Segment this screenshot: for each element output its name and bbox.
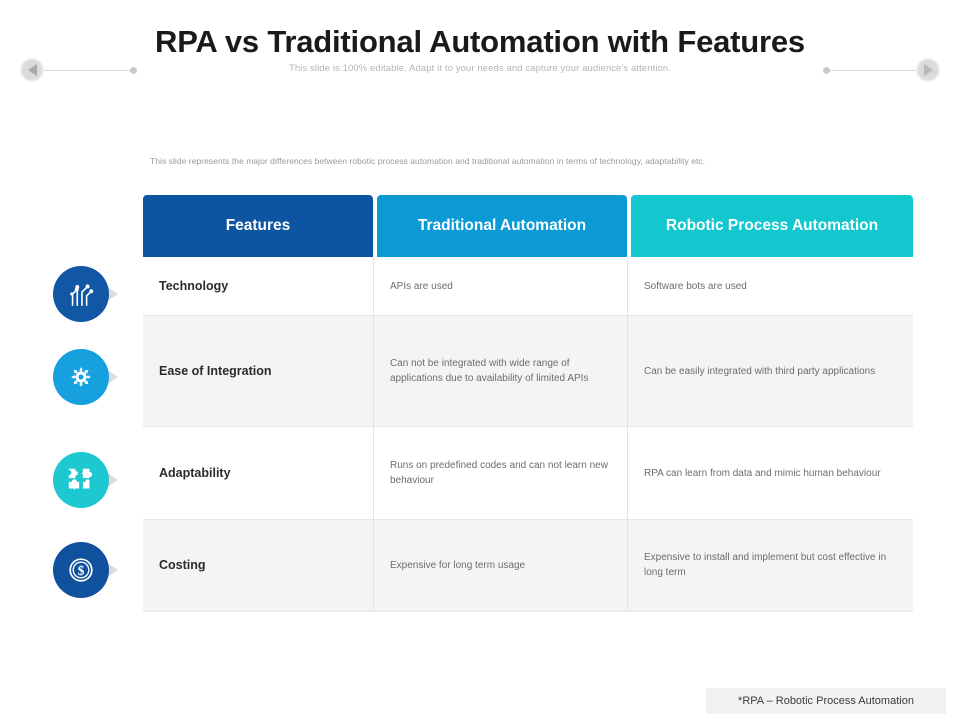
cell-feature: Costing [159,558,206,572]
table-row[interactable]: Costing Expensive for long term usage Ex… [143,520,913,610]
decoration-line [44,69,130,71]
cell-feature: Adaptability [159,466,231,480]
arrow-left-icon [20,58,44,82]
page-header: RPA vs Traditional Automation with Featu… [0,24,960,74]
table-header-traditional-automation[interactable]: Traditional Automation [377,195,627,265]
row-icon-technology [50,263,118,325]
row-divider [143,519,913,520]
table-row[interactable]: Adaptability Runs on predefined codes an… [143,427,913,519]
cell-text: Runs on predefined codes and can not lea… [390,460,608,486]
comparison-table: Features Traditional Automation Robotic … [143,195,913,612]
table-row[interactable]: Ease of Integration Can not be integrate… [143,316,913,426]
row-icon-costing: $ [50,539,118,601]
cell-rpa: Can be easily integrated with third part… [627,316,913,426]
decoration-line [830,69,916,71]
table-header-row: Features Traditional Automation Robotic … [143,195,913,265]
cell-text: APIs are used [390,280,453,292]
cell-traditional: Expensive for long term usage [373,520,627,610]
arrow-right-icon [916,58,940,82]
dollar-coin-icon: $ [53,542,109,598]
cell-text: Software bots are used [644,280,747,292]
footnote-abbreviation: *RPA – Robotic Process Automation [706,688,946,714]
cell-text: Expensive for long term usage [390,559,526,571]
row-icon-ease-of-integration [50,346,118,408]
cell-rpa: Software bots are used [627,257,913,315]
table-header-label: Robotic Process Automation [665,217,879,234]
table-bottom-border [143,610,913,612]
cell-text: Can be easily integrated with third part… [644,365,876,377]
decoration-dot [130,66,137,74]
puzzle-icon [53,452,109,508]
cell-feature: Ease of Integration [159,364,272,378]
circuit-tech-icon [53,266,109,322]
row-divider [143,426,913,427]
cell-traditional: Runs on predefined codes and can not lea… [373,427,627,519]
intro-description: This slide represents the major differen… [150,156,706,166]
decoration-dot [823,66,830,74]
row-divider [143,315,913,316]
svg-text:$: $ [78,563,85,578]
row-icon-adaptability [50,449,118,511]
decoration-right [823,58,940,82]
cell-text: Can not be integrated with wide range of… [390,358,589,384]
table-header-label: Features [225,217,291,234]
page-title: RPA vs Traditional Automation with Featu… [155,24,805,59]
cell-feature: Technology [159,279,229,293]
gear-hub-icon [53,349,109,405]
cell-text: Expensive to install and implement but c… [644,552,887,578]
table-row[interactable]: Technology APIs are used Software bots a… [143,257,913,315]
cell-rpa: RPA can learn from data and mimic human … [627,427,913,519]
cell-rpa: Expensive to install and implement but c… [627,520,913,610]
cell-traditional: Can not be integrated with wide range of… [373,316,627,426]
decoration-left [20,58,137,82]
cell-text: RPA can learn from data and mimic human … [644,467,881,479]
cell-traditional: APIs are used [373,257,627,315]
table-header-features[interactable]: Features [143,195,373,265]
page-subtitle: This slide is 100% editable. Adapt it to… [288,63,672,74]
table-header-label: Traditional Automation [417,217,587,234]
table-header-robotic-process-automation[interactable]: Robotic Process Automation [631,195,913,265]
